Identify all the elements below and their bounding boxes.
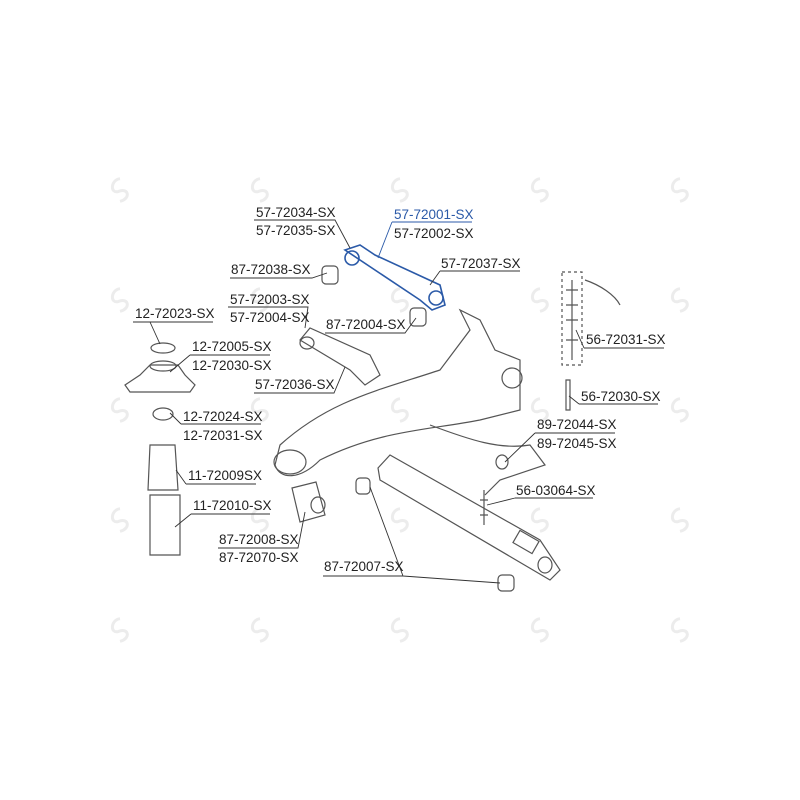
upper-arm-57-72001-highlighted (343, 244, 446, 311)
bushing-87-72008 (291, 481, 326, 523)
part-label[interactable]: 12-72024-SX (183, 409, 263, 424)
watermark-logo-mark (670, 507, 689, 533)
watermark-logo-mark (390, 397, 409, 423)
part-label[interactable]: 12-72005-SX (192, 339, 272, 354)
watermark-logo-mark (530, 287, 549, 313)
part-label[interactable]: 87-72004-SX (326, 317, 406, 332)
rear-axle-beam (274, 308, 521, 477)
lower-control-arm (377, 454, 561, 581)
part-label[interactable]: 56-72030-SX (581, 389, 661, 404)
part-label[interactable]: 12-72031-SX (183, 428, 263, 443)
leader-lines (133, 219, 664, 584)
part-label[interactable]: 89-72045-SX (537, 436, 617, 451)
part-label-highlighted[interactable]: 57-72001-SX (394, 207, 474, 222)
watermark-logo-mark (250, 177, 269, 203)
part-label[interactable]: 57-72003-SX (230, 292, 310, 307)
strut-mount (124, 364, 196, 393)
dust-boot (149, 494, 181, 556)
part-label[interactable]: 87-72007-SX (324, 559, 404, 574)
shock-absorber-kit (561, 271, 583, 366)
trailing-arm-57-72036 (299, 327, 381, 386)
watermark-logo-mark (250, 397, 269, 423)
shock-56-72030 (565, 379, 571, 411)
watermark-logo-mark (110, 617, 129, 643)
bushing-87-72007-a (355, 477, 371, 495)
part-label[interactable]: 57-72034-SX (256, 205, 336, 220)
axle-bushing-eye (273, 449, 307, 475)
part-label[interactable]: 11-72010-SX (193, 498, 272, 513)
bushing-87-72007-b (497, 574, 515, 592)
arm-bushing-eye (537, 556, 553, 574)
watermark-logo-mark (670, 177, 689, 203)
watermark-logo-mark (250, 507, 269, 533)
strut-mount-ring (149, 360, 177, 372)
part-label[interactable]: 57-72036-SX (255, 377, 335, 392)
watermark-logo-mark (530, 177, 549, 203)
bearing-12-72024 (152, 407, 174, 421)
part-label[interactable]: 87-72008-SX (219, 532, 299, 547)
stabilizer-bar-end (584, 279, 621, 306)
stabilizer-bar (429, 424, 546, 496)
part-label[interactable]: 12-72023-SX (135, 306, 215, 321)
watermark-logo-mark (110, 177, 129, 203)
watermark-logo-mark (390, 507, 409, 533)
watermark-logo-mark (390, 617, 409, 643)
watermark-logo-mark (670, 617, 689, 643)
watermark-logo-mark (670, 397, 689, 423)
part-label[interactable]: 56-03064-SX (516, 483, 596, 498)
wheel-hub (501, 367, 523, 389)
bushing-87-72004 (409, 307, 427, 327)
watermark-logo-mark (110, 287, 129, 313)
watermark-logo-mark (250, 617, 269, 643)
watermark-logo-mark (530, 397, 549, 423)
watermark-logo-mark (390, 287, 409, 313)
watermark-logo-mark (390, 177, 409, 203)
part-label[interactable]: 57-72035-SX (256, 223, 336, 238)
part-label[interactable]: 57-72004-SX (230, 310, 310, 325)
watermark-logo-mark (530, 507, 549, 533)
watermark (110, 177, 689, 643)
bushing-89-72044 (495, 454, 509, 470)
shock-kit-parts (566, 280, 578, 360)
watermark-logo-mark (530, 617, 549, 643)
part-label[interactable]: 56-72031-SX (586, 332, 666, 347)
part-label[interactable]: 57-72002-SX (394, 226, 474, 241)
stabilizer-link-56-03064 (480, 490, 488, 525)
trailing-arm-eye (299, 336, 315, 350)
bushing-87-72008-bore (310, 496, 326, 514)
part-label[interactable]: 87-72070-SX (219, 550, 299, 565)
part-label[interactable]: 12-72030-SX (192, 358, 272, 373)
watermark-logo-mark (670, 287, 689, 313)
bushing-87-72038 (321, 265, 339, 285)
arm-spring-seat (512, 529, 540, 555)
part-label[interactable]: 87-72038-SX (231, 262, 311, 277)
part-label[interactable]: 89-72044-SX (537, 417, 617, 432)
part-label[interactable]: 11-72009SX (188, 468, 263, 483)
bump-stop (147, 444, 179, 491)
watermark-logo-mark (110, 397, 129, 423)
strut-mount-top (150, 342, 176, 354)
watermark-logo-mark (110, 507, 129, 533)
part-label[interactable]: 57-72037-SX (441, 256, 521, 271)
